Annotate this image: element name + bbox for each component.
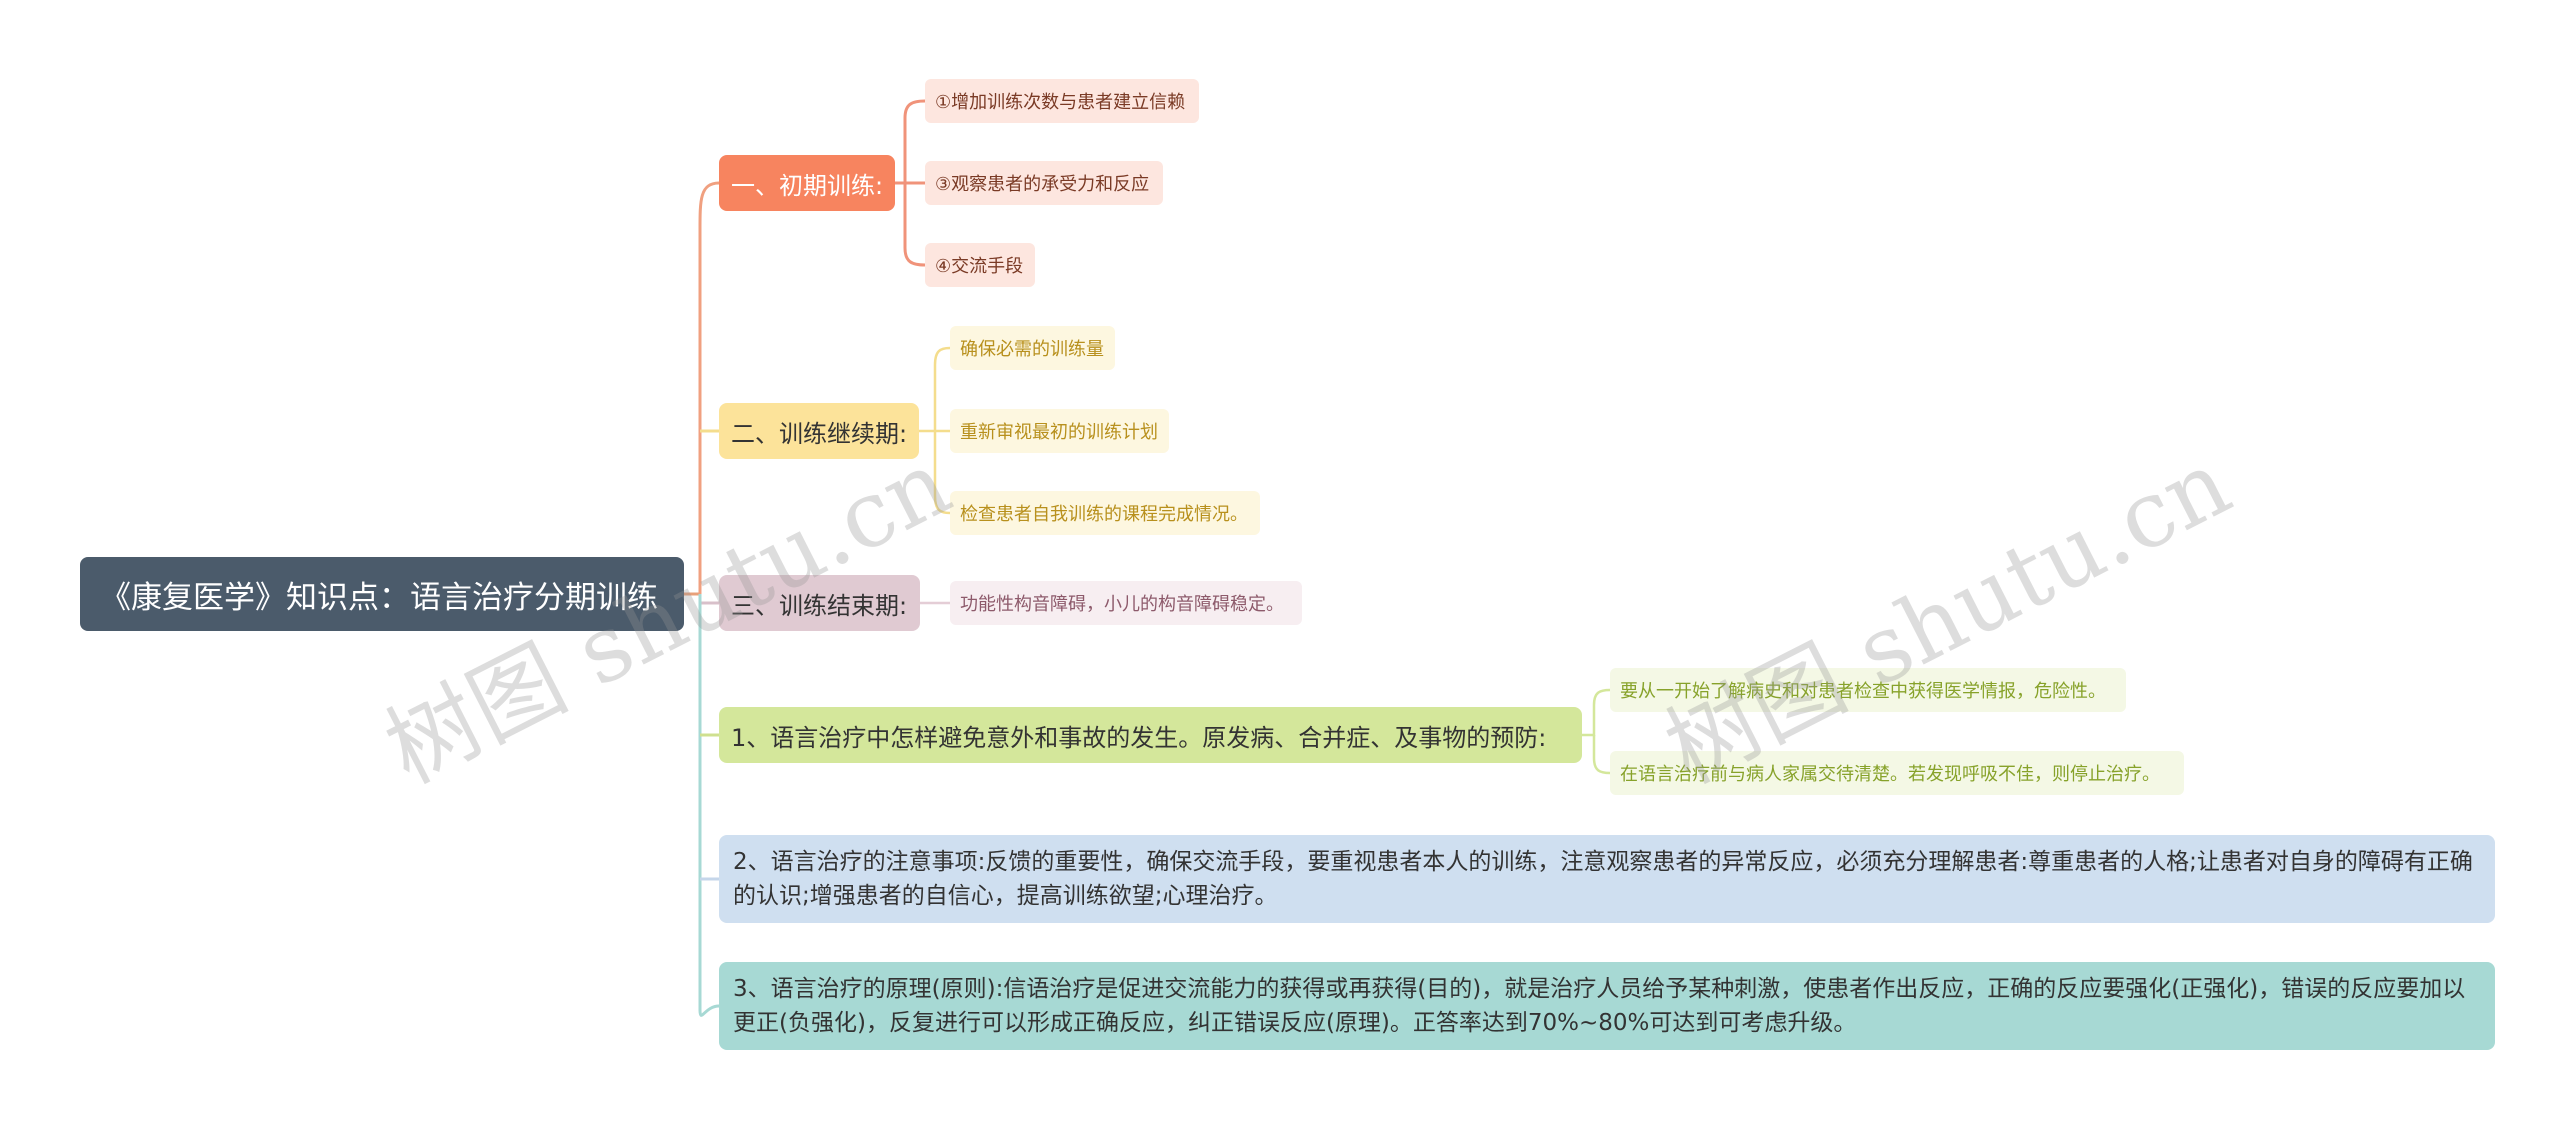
branch-label: 一、初期训练: bbox=[731, 171, 884, 200]
branch-continuation-period[interactable]: 二、训练继续期: bbox=[719, 403, 919, 459]
leaf-prevention-1[interactable]: 要从一开始了解病史和对患者检查中获得医学情报，危险性。 bbox=[1610, 668, 2126, 712]
leaf-initial-1[interactable]: ①增加训练次数与患者建立信赖 bbox=[925, 79, 1199, 123]
branch-label: 3、语言治疗的原理(原则):信语治疗是促进交流能力的获得或再获得(目的)，就是治… bbox=[733, 976, 2466, 1036]
branch-label: 三、训练结束期: bbox=[731, 591, 908, 620]
leaf-initial-3[interactable]: ④交流手段 bbox=[925, 243, 1035, 287]
branch-precautions[interactable]: 2、语言治疗的注意事项:反馈的重要性，确保交流手段，要重视患者本人的训练，注意观… bbox=[719, 835, 2495, 923]
link-b1-c3 bbox=[903, 183, 926, 267]
leaf-label: 检查患者自我训练的课程完成情况。 bbox=[960, 504, 1248, 525]
link-b1-c1 bbox=[895, 99, 926, 185]
branch-accident-prevention[interactable]: 1、语言治疗中怎样避免意外和事故的发生。原发病、合并症、及事物的预防: bbox=[719, 707, 1582, 763]
branch-label: 二、训练继续期: bbox=[731, 419, 908, 448]
branch-label: 1、语言治疗中怎样避免意外和事故的发生。原发病、合并症、及事物的预防: bbox=[731, 723, 1547, 752]
leaf-label: ④交流手段 bbox=[935, 256, 1024, 277]
leaf-continuation-3[interactable]: 检查患者自我训练的课程完成情况。 bbox=[950, 491, 1260, 535]
link-branch1 bbox=[698, 181, 720, 594]
leaf-initial-2[interactable]: ③观察患者的承受力和反应 bbox=[925, 161, 1163, 205]
branch-end-period[interactable]: 三、训练结束期: bbox=[719, 575, 920, 631]
leaf-label: 重新审视最初的训练计划 bbox=[960, 422, 1158, 443]
leaf-continuation-2[interactable]: 重新审视最初的训练计划 bbox=[950, 409, 1169, 453]
leaf-continuation-1[interactable]: 确保必需的训练量 bbox=[950, 326, 1115, 370]
leaf-end-1[interactable]: 功能性构音障碍，小儿的构音障碍稳定。 bbox=[950, 581, 1302, 625]
branch-initial-training[interactable]: 一、初期训练: bbox=[719, 155, 895, 211]
leaf-label: ③观察患者的承受力和反应 bbox=[935, 174, 1150, 195]
link-b2-c3 bbox=[933, 431, 951, 515]
link-b2-c1 bbox=[919, 346, 951, 433]
leaf-label: 功能性构音障碍，小儿的构音障碍稳定。 bbox=[960, 594, 1284, 615]
branch-label: 2、语言治疗的注意事项:反馈的重要性，确保交流手段，要重视患者本人的训练，注意观… bbox=[733, 849, 2473, 909]
root-topic[interactable]: 《康复医学》知识点：语言治疗分期训练 bbox=[80, 557, 684, 631]
leaf-label: 在语言治疗前与病人家属交待清楚。若发现呼吸不佳，则停止治疗。 bbox=[1620, 764, 2160, 785]
leaf-label: 要从一开始了解病史和对患者检查中获得医学情报，危险性。 bbox=[1620, 681, 2106, 702]
branch-principles[interactable]: 3、语言治疗的原理(原则):信语治疗是促进交流能力的获得或再获得(目的)，就是治… bbox=[719, 962, 2495, 1050]
link-branch6 bbox=[698, 594, 720, 1017]
link-b4-c1 bbox=[1582, 688, 1611, 737]
root-topic-label: 《康复医学》知识点：语言治疗分期训练 bbox=[100, 579, 658, 616]
leaf-label: ①增加训练次数与患者建立信赖 bbox=[935, 92, 1186, 113]
link-b4-c2 bbox=[1592, 735, 1611, 775]
leaf-prevention-2[interactable]: 在语言治疗前与病人家属交待清楚。若发现呼吸不佳，则停止治疗。 bbox=[1610, 751, 2184, 795]
leaf-label: 确保必需的训练量 bbox=[960, 339, 1104, 360]
